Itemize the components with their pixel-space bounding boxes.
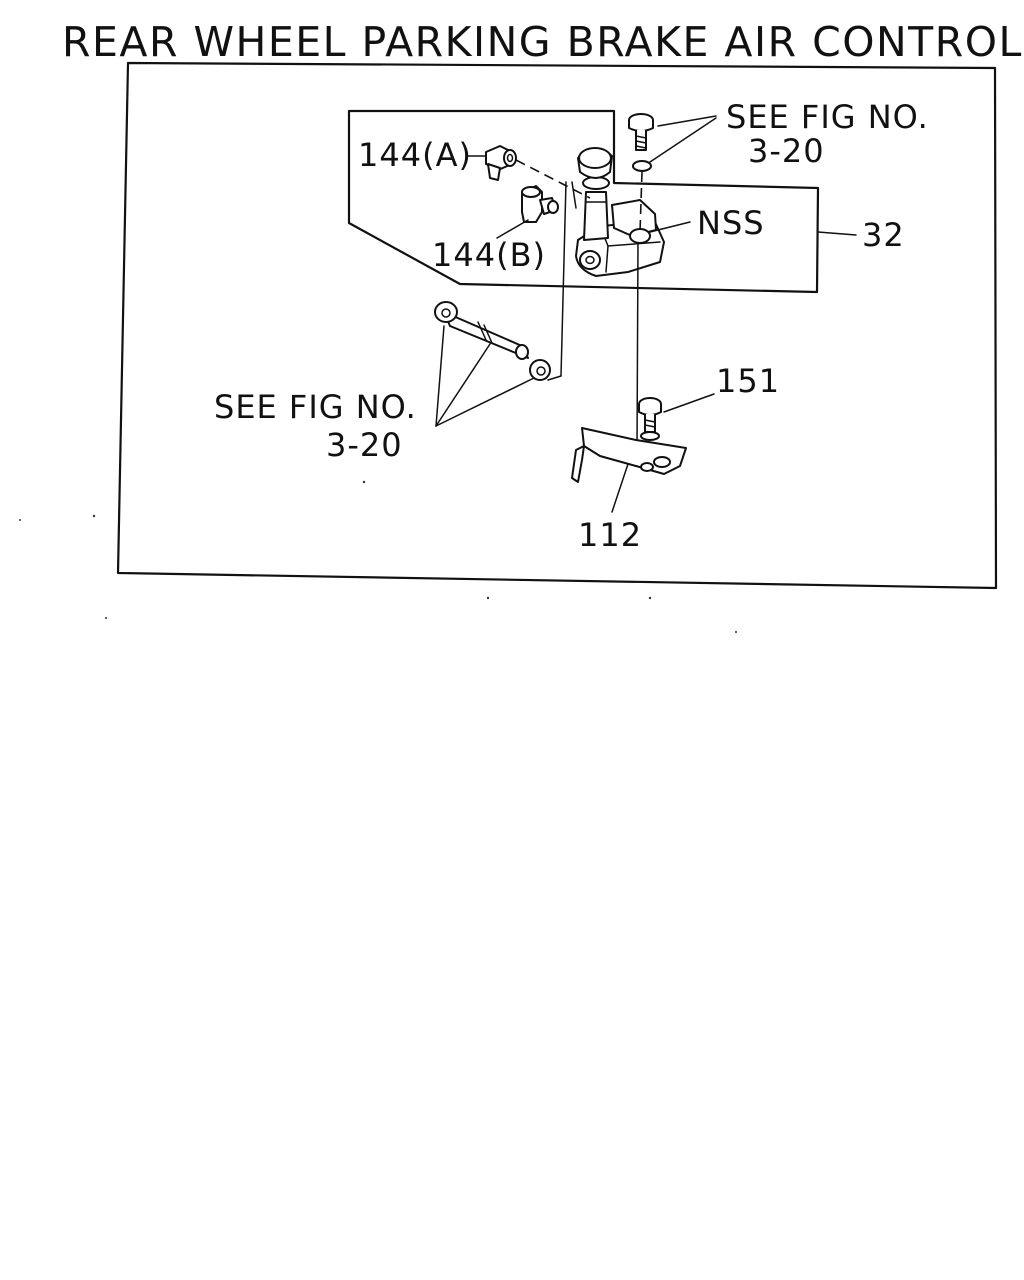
air-line-vertical-2 [571, 181, 577, 209]
bolt-151 [638, 397, 662, 441]
fitting-144a [485, 145, 517, 181]
leader-see-fig-left-b [435, 343, 491, 427]
callout-151: 151 [716, 362, 780, 400]
diagram-title: REAR WHEEL PARKING BRAKE AIR CONTROL [62, 18, 1023, 66]
leader-see-fig-left-c [435, 377, 535, 427]
speck [92, 514, 96, 518]
leader-see-fig-top-b [649, 117, 717, 163]
leader-32 [817, 231, 857, 236]
mounting-axis [636, 243, 639, 449]
leader-nss [649, 221, 691, 233]
outer-frame [116, 61, 998, 590]
leader-112 [611, 463, 629, 513]
leader-see-fig-top-a [657, 115, 717, 127]
callout-see-fig-left-1: SEE FIG NO. [214, 388, 417, 426]
top-washer [632, 160, 652, 172]
mounting-bracket [571, 427, 687, 483]
callout-32: 32 [862, 216, 905, 254]
leader-see-fig-left-a [435, 325, 445, 427]
callout-144b: 144(B) [432, 236, 546, 274]
leader-144b [496, 219, 529, 239]
callout-see-fig-left-2: 3-20 [326, 426, 403, 464]
air-line-vertical [560, 181, 567, 377]
speck [486, 596, 490, 600]
speck [735, 631, 737, 633]
air-line-bottom [547, 375, 562, 381]
callout-nss: NSS [697, 204, 765, 242]
callout-112: 112 [578, 516, 642, 554]
speck [105, 617, 107, 619]
callout-see-fig-top-2: 3-20 [748, 132, 825, 170]
speck [648, 596, 652, 600]
top-bolt [628, 113, 654, 151]
fitting-144b [521, 185, 559, 223]
bolt-axis-upper [639, 171, 643, 233]
leader-151 [663, 393, 715, 413]
speck [19, 519, 21, 521]
callout-144a: 144(A) [358, 136, 472, 174]
speck [362, 480, 366, 484]
callout-see-fig-top-1: SEE FIG NO. [726, 98, 929, 136]
air-control-valve [575, 147, 665, 277]
fitting-144a-axis [515, 159, 591, 199]
hose-assembly [434, 301, 551, 381]
assembly-boundary [347, 109, 820, 294]
